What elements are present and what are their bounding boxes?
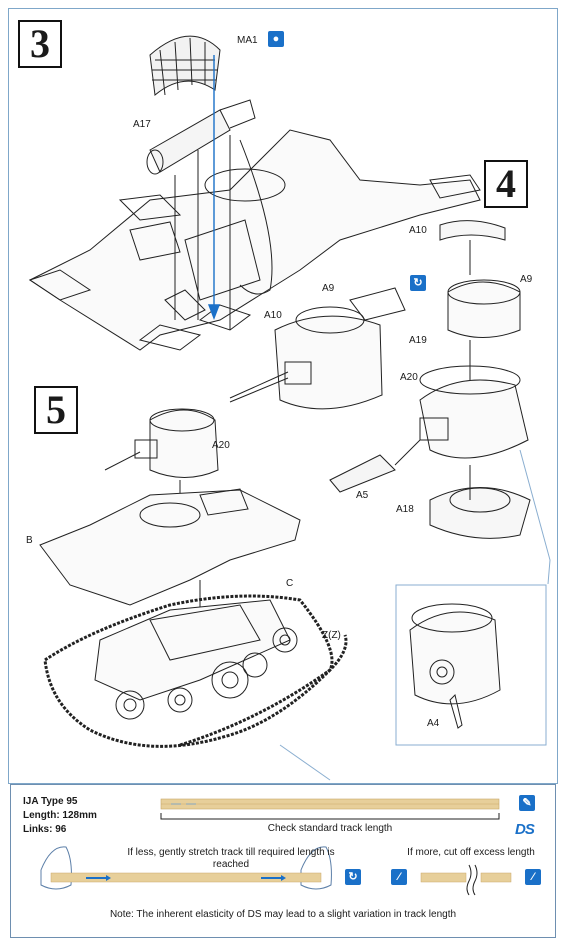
ds-logo: DS bbox=[515, 821, 535, 838]
track-length: Length: 128mm bbox=[23, 810, 97, 821]
stretch-rotate-icon: ↻ bbox=[345, 869, 361, 885]
step-5-number: 5 bbox=[34, 386, 78, 434]
label-a4: A4 bbox=[427, 718, 440, 729]
if-less-text: If less, gently stretch track till requi… bbox=[127, 847, 335, 870]
model-name: IJA Type 95 bbox=[23, 796, 78, 807]
label-a20-right: A20 bbox=[400, 372, 418, 383]
assembly-drawing bbox=[28, 35, 551, 781]
label-a20-step5: A20 bbox=[212, 440, 230, 451]
drop-icon: ● bbox=[268, 31, 284, 47]
label-a17: A17 bbox=[133, 119, 151, 130]
track-specs: IJA Type 95 Length: 128mm Links: 96 bbox=[23, 795, 97, 837]
cutter-icon-2: ⁄ bbox=[525, 869, 541, 885]
track-links: Links: 96 bbox=[23, 824, 67, 835]
label-a9-top: A9 bbox=[520, 274, 533, 285]
label-a10-left: A10 bbox=[264, 310, 282, 321]
cutter-icon: ⁄ bbox=[391, 869, 407, 885]
instruction-frame bbox=[8, 8, 558, 784]
check-track-text: Check standard track length bbox=[267, 823, 393, 834]
track-panel-art bbox=[40, 798, 512, 896]
label-a9-left: A9 bbox=[322, 283, 335, 294]
if-more-text: If more, cut off excess length bbox=[407, 847, 535, 858]
rotate-icon: ↻ bbox=[410, 275, 426, 291]
label-ma1: MA1 bbox=[237, 35, 258, 46]
step-4-number: 4 bbox=[484, 160, 528, 208]
label-zz: Z(Z) bbox=[322, 630, 341, 641]
label-a5: A5 bbox=[356, 490, 369, 501]
label-a19: A19 bbox=[409, 335, 427, 346]
step-3-number: 3 bbox=[18, 20, 62, 68]
label-a10-top: A10 bbox=[409, 225, 427, 236]
elasticity-note: Note: The inherent elasticity of DS may … bbox=[109, 909, 457, 920]
brush-icon: ✎ bbox=[519, 795, 535, 811]
track-length-panel: IJA Type 95 Length: 128mm Links: 96 Chec… bbox=[10, 784, 556, 938]
label-b: B bbox=[26, 535, 33, 546]
label-a18: A18 bbox=[396, 504, 414, 515]
label-c: C bbox=[286, 578, 294, 589]
